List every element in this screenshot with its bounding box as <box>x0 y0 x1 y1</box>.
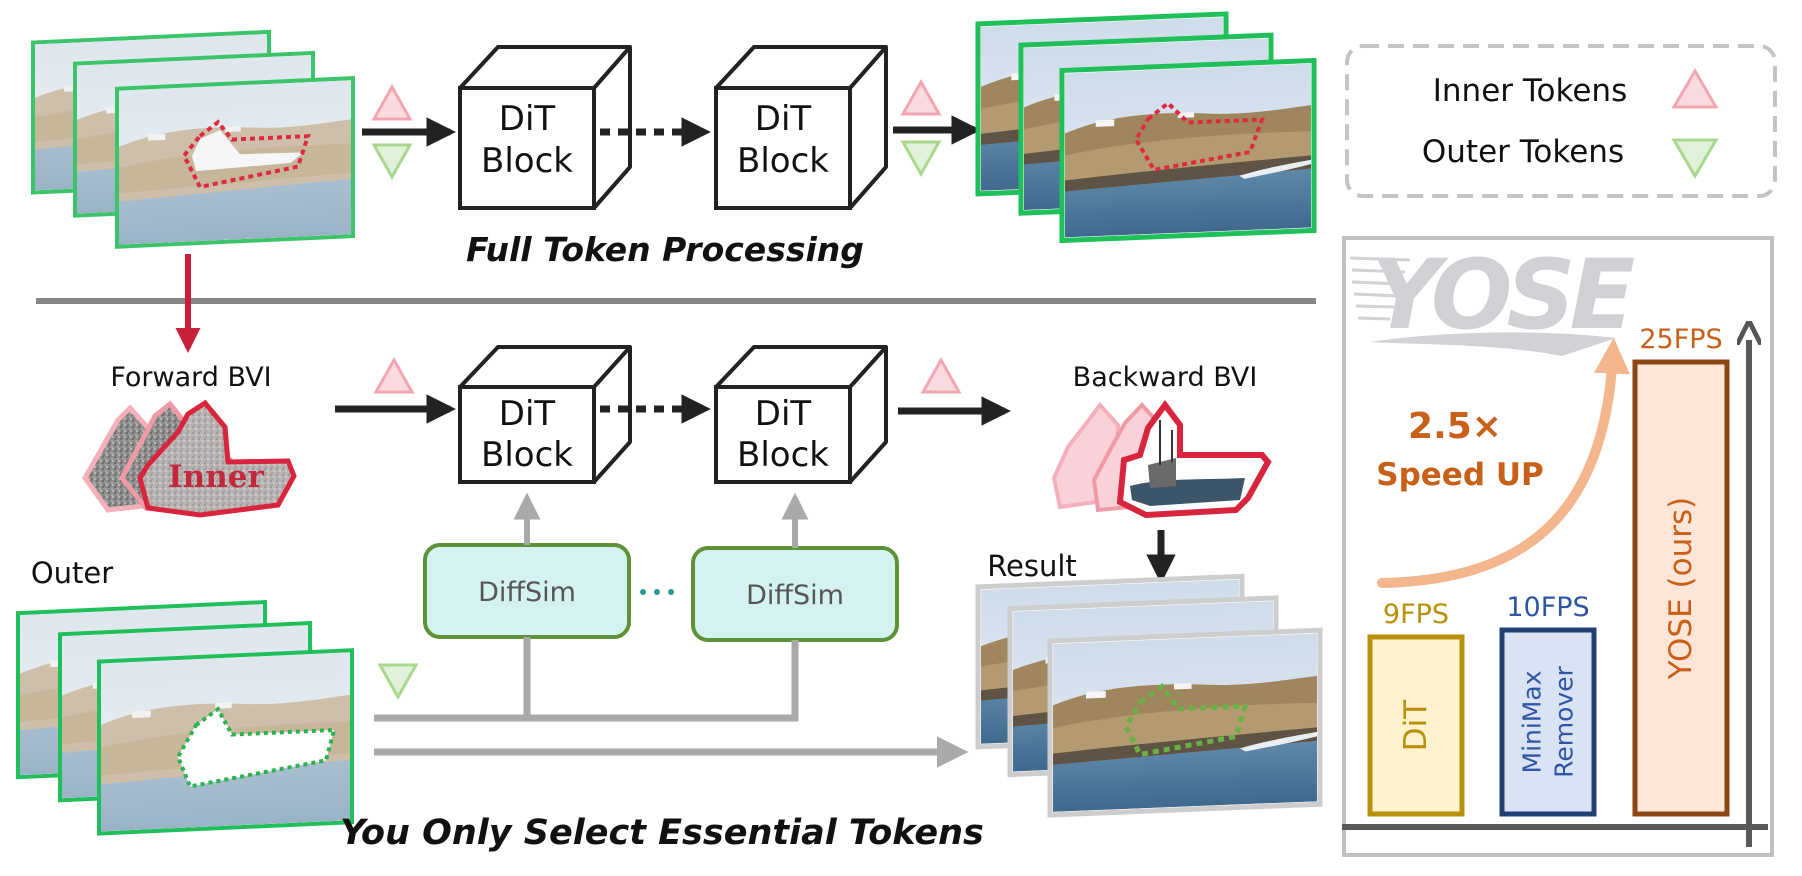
outer-label: Outer <box>31 556 113 590</box>
speedup-value: 2.5× <box>1408 406 1502 447</box>
mask-outline-red <box>181 119 311 190</box>
connector <box>374 640 799 722</box>
mask-outline-green <box>175 706 337 789</box>
bar-2 <box>1499 627 1597 817</box>
full-pipeline-caption: Full Token Processing <box>466 230 864 269</box>
result-label: Result <box>987 549 1077 583</box>
outer-token-icon <box>900 140 942 178</box>
logo-text: YOSE <box>1371 239 1635 351</box>
outer-token-icon <box>1671 138 1719 179</box>
forward-bvi-masks: Inner <box>82 399 297 518</box>
inner-token-icon <box>900 78 942 116</box>
yose-pipeline-caption: You Only Select Essential Tokens <box>340 813 984 853</box>
bar-1 <box>1367 634 1465 817</box>
dit-block-label-line2: Block <box>481 435 573 475</box>
mask-outline-red <box>1133 100 1265 173</box>
backward-bvi-masks <box>1051 399 1272 519</box>
bar-value-label: 25FPS <box>1639 324 1722 355</box>
bar-value-label: 10FPS <box>1506 592 1589 623</box>
diffsim-label: DiffSim <box>478 577 576 608</box>
input-frames <box>31 29 355 249</box>
token-legend: Inner Tokens Outer Tokens <box>1345 44 1777 198</box>
dit-block: DiT Block <box>714 345 888 484</box>
dit-block-label-line1: DiT <box>499 99 556 139</box>
bar-category-label: DiT <box>1398 699 1434 751</box>
bar-3 <box>1632 359 1730 817</box>
speedup-arrow <box>1377 337 1630 588</box>
inner-token-icon <box>920 356 962 394</box>
bar-category-label: YOSE (ours) <box>1663 497 1699 680</box>
backward-bvi-label: Backward BVI <box>1073 362 1258 393</box>
legend-outer-label: Outer Tokens <box>1422 134 1624 170</box>
legend-inner-label: Inner Tokens <box>1433 73 1627 109</box>
diffsim-dots <box>640 589 674 595</box>
diffsim-module: DiffSim <box>691 546 899 642</box>
result-frames <box>975 573 1323 818</box>
dit-block: DiT Block <box>714 45 888 210</box>
bar-value-label: 9FPS <box>1383 599 1449 630</box>
inner-token-icon <box>373 356 415 394</box>
bar-category-label: MiniMax <box>1518 671 1547 774</box>
dit-block-label-line2: Block <box>737 435 829 475</box>
dit-block-label-line2: Block <box>481 141 573 181</box>
full-pipeline: DiT Block DiT Block Fu <box>31 11 1317 269</box>
yose-pipeline: Forward BVI Inner DiT Block DiT Block <box>16 345 1323 853</box>
speedup-text: Speed UP <box>1376 457 1543 493</box>
dit-block-label-line2: Block <box>737 141 829 181</box>
inner-token-icon <box>371 83 413 121</box>
dit-block-label-line1: DiT <box>755 394 812 434</box>
dit-block: DiT Block <box>458 45 632 210</box>
inner-token-icon <box>1671 68 1719 109</box>
output-frames <box>975 11 1317 244</box>
inner-label: Inner <box>168 459 264 495</box>
dit-block: DiT Block <box>458 345 632 484</box>
outer-frames <box>16 599 354 836</box>
outer-token-icon <box>377 663 419 701</box>
diffsim-module: DiffSim <box>423 543 631 639</box>
dit-block-label-line1: DiT <box>499 394 556 434</box>
dit-block-label-line1: DiT <box>755 99 812 139</box>
forward-bvi-label: Forward BVI <box>110 362 271 393</box>
diffsim-label: DiffSim <box>746 580 844 611</box>
mask-outline-green <box>1123 683 1249 758</box>
yose-logo: YOSE <box>1349 239 1641 356</box>
outer-token-icon <box>371 143 413 181</box>
bar-category-label: Remover <box>1550 665 1579 777</box>
